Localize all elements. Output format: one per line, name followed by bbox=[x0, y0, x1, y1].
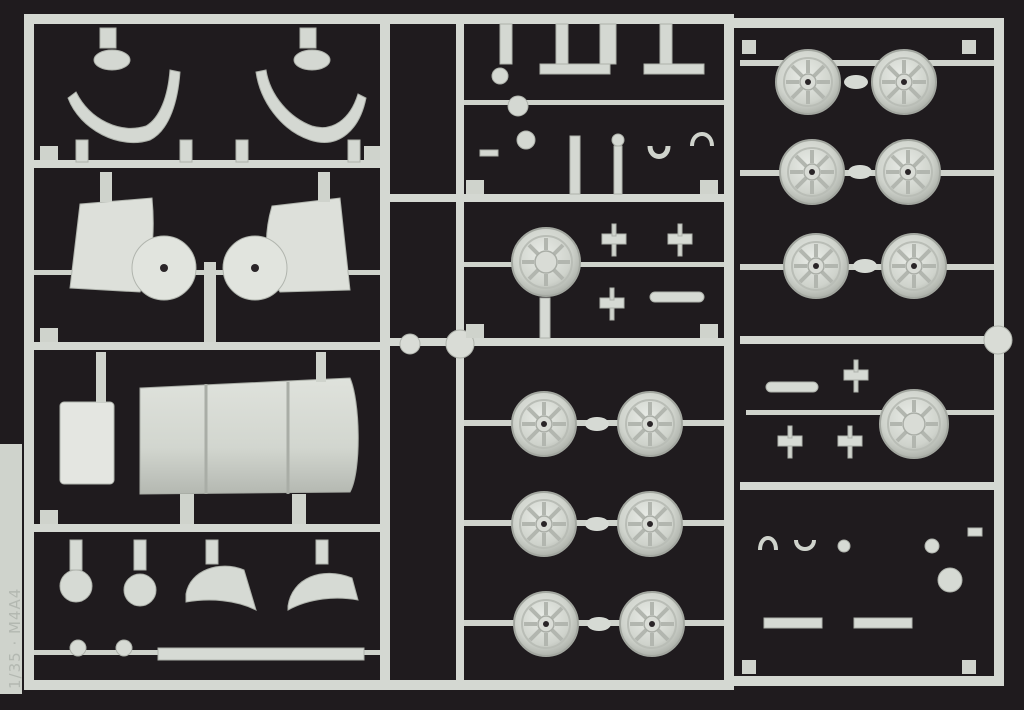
drum-part bbox=[59, 352, 359, 524]
road-wheels-right bbox=[774, 48, 950, 460]
housing-parts bbox=[69, 172, 351, 342]
small-parts-right bbox=[758, 359, 983, 629]
road-wheels-middle bbox=[510, 390, 686, 658]
sprue-frame-left bbox=[24, 14, 390, 690]
small-parts-mid bbox=[539, 223, 705, 339]
small-parts-bl bbox=[59, 539, 365, 661]
fender-parts bbox=[67, 27, 367, 163]
sprue-label-text: 1/35 · M4A4 bbox=[6, 587, 24, 689]
small-parts-mid-top bbox=[479, 23, 714, 195]
sprue-label-tab bbox=[0, 444, 22, 694]
